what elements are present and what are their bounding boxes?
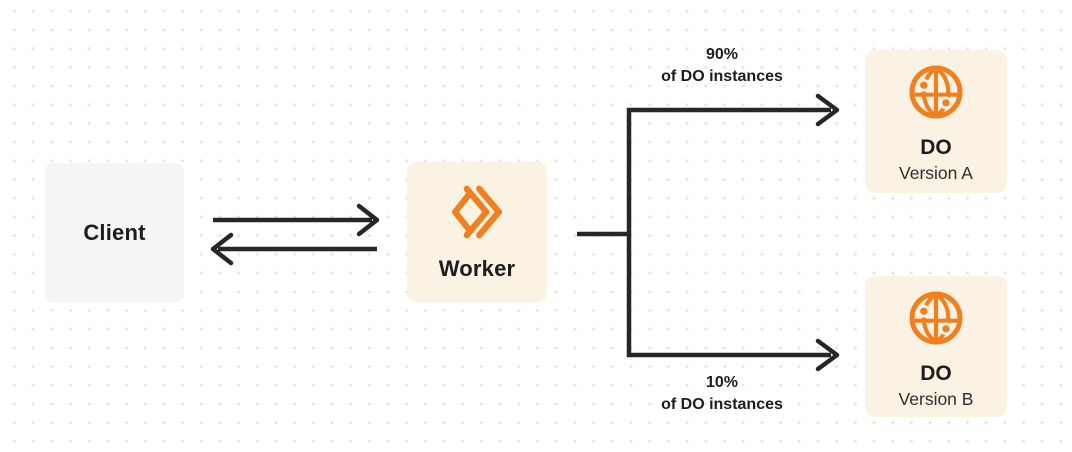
globe-icon [907, 63, 965, 121]
traffic-split-connector [577, 93, 840, 372]
workers-icon [448, 184, 506, 240]
do-a-subtitle: Version A [899, 163, 973, 184]
split-90-label: 90% of DO instances [612, 44, 832, 88]
globe-icon [907, 289, 965, 347]
split-10-caption: of DO instances [661, 396, 783, 413]
client-label: Client [83, 220, 146, 245]
do-a-title: DO [920, 136, 952, 159]
split-90-percent: 90% [705, 46, 739, 63]
do-b-subtitle: Version B [898, 389, 974, 410]
client-to-worker-arrow [213, 203, 380, 237]
split-10-percent: 10% [705, 374, 739, 391]
do-version-b-node: DO Version B [865, 276, 1007, 417]
split-90-caption: of DO instances [661, 68, 783, 85]
client-node: Client [45, 163, 184, 303]
do-version-a-node: DO Version A [865, 50, 1007, 193]
worker-to-client-arrow [210, 232, 377, 266]
worker-node: Worker [407, 162, 547, 302]
worker-label: Worker [438, 256, 516, 281]
do-b-title: DO [920, 362, 952, 385]
split-10-label: 10% of DO instances [612, 372, 832, 416]
